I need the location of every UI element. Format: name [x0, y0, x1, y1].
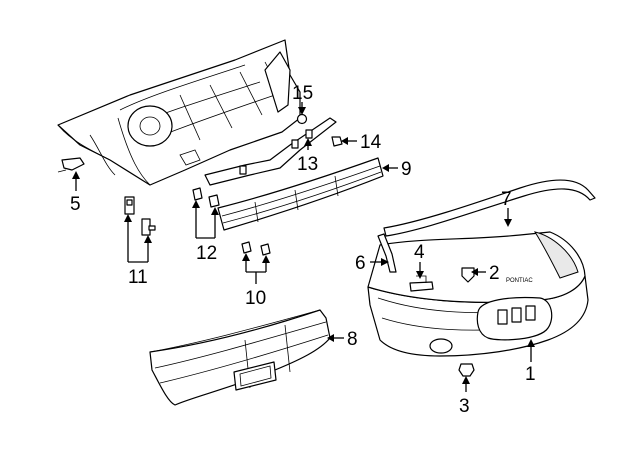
leader-lines [72, 102, 535, 392]
callout-1: 1 [525, 364, 536, 385]
energy-absorber [149, 309, 331, 406]
upper-molding [383, 179, 596, 237]
part-11-lower-clip [141, 218, 156, 236]
reinforcement-bracket [204, 117, 337, 186]
fascia-brand-text: PONTIAC [506, 278, 533, 284]
part-5-bracket [57, 157, 85, 173]
callout-13: 13 [297, 154, 318, 175]
callout-3: 3 [459, 396, 470, 417]
part-2-push-clip [461, 267, 475, 283]
callout-8: 8 [347, 329, 358, 350]
callout-14: 14 [360, 132, 382, 153]
callout-5: 5 [70, 194, 81, 215]
part-10-nut-a [241, 241, 252, 254]
callout-2: 2 [489, 263, 500, 284]
part-6-wiring [377, 233, 397, 273]
callout-9: 9 [401, 159, 412, 180]
part-4-bracket [409, 275, 434, 292]
callout-6: 6 [355, 253, 366, 274]
part-15-bolt [296, 113, 308, 125]
part-10-nut-b [260, 243, 271, 256]
part-12-nut-a [192, 187, 203, 201]
callout-15: 15 [292, 83, 313, 104]
callout-labels: 1 2 3 4 5 6 7 8 9 10 11 12 13 14 15 [70, 83, 536, 417]
part-3-retainer [458, 363, 475, 377]
callout-7: 7 [501, 189, 512, 210]
callout-10: 10 [245, 288, 266, 309]
callout-12: 12 [196, 243, 217, 264]
callout-11: 11 [128, 267, 148, 288]
callout-4: 4 [414, 242, 425, 263]
bumper-fascia: PONTIAC [367, 231, 589, 357]
part-14-nut [331, 136, 343, 147]
part-11-upper-clip [124, 196, 135, 215]
part-12-nut-b [208, 194, 220, 208]
rear-body-panel [57, 39, 301, 186]
impact-bar [217, 157, 384, 231]
